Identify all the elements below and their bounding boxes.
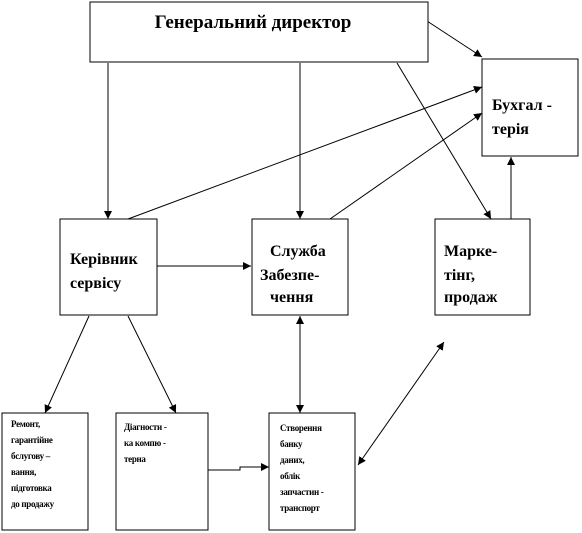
node-marketing-box <box>434 218 531 316</box>
node-service-head-line: сервісу <box>70 275 121 292</box>
node-accounting-box <box>481 58 579 157</box>
node-marketing-line: тінг, <box>444 267 475 284</box>
node-diagnostics-line: Діагности - <box>124 422 167 432</box>
node-supply: Служба Забезпе- чення <box>251 218 349 316</box>
node-marketing-line: Марке- <box>444 243 497 260</box>
node-accounting-line: Бухгал - <box>492 97 552 114</box>
node-diagnostics: Діагности - ка компю - терна <box>115 412 209 531</box>
node-director: Генеральний директор <box>89 1 429 63</box>
node-repair-line: до продажу <box>11 499 55 509</box>
node-database-line: транспорт <box>280 503 320 513</box>
node-supply-label: Служба Забезпе- чення <box>260 243 330 306</box>
edge-service-head-diagnostics <box>127 315 177 414</box>
node-database-box <box>268 412 356 531</box>
node-diagnostics-line: терна <box>124 454 146 464</box>
node-supply-box <box>251 218 349 316</box>
edge-supply-accounting <box>329 112 483 220</box>
node-accounting-line: терія <box>492 121 529 138</box>
edge-director-marketing <box>396 62 492 220</box>
node-marketing: Марке- тінг, продаж <box>434 218 531 316</box>
node-service-head-line: Керівник <box>70 251 139 268</box>
node-director-label: Генеральний директор <box>155 12 352 33</box>
node-repair-line: Ремонт, <box>11 419 40 429</box>
node-service-head-box <box>59 218 158 316</box>
node-repair: Ремонт, гарантійне бслугову – вання, під… <box>1 412 89 531</box>
node-database-line: Створення <box>280 423 322 433</box>
node-database-line: облік <box>280 471 301 481</box>
node-marketing-line: продаж <box>444 289 498 306</box>
edge-diagnostics-database <box>208 463 269 471</box>
node-database-label: Створення банку даних, облік запчастин -… <box>280 423 325 513</box>
node-database-line: банку <box>280 439 303 449</box>
node-marketing-label: Марке- тінг, продаж <box>444 243 501 306</box>
node-director-line: Генеральний директор <box>155 12 352 33</box>
node-service-head-label: Керівник сервісу <box>70 251 142 292</box>
edge-director-accounting <box>426 20 483 58</box>
node-accounting: Бухгал - терія <box>481 58 579 157</box>
node-supply-line: Служба <box>270 243 326 260</box>
node-repair-label: Ремонт, гарантійне бслугову – вання, під… <box>11 419 55 509</box>
node-database: Створення банку даних, облік запчастин -… <box>268 412 356 531</box>
node-director-box <box>89 1 429 63</box>
node-supply-line: чення <box>270 289 314 306</box>
edge-marketing-database <box>357 341 445 466</box>
node-accounting-label: Бухгал - терія <box>492 97 556 138</box>
edge-service-head-repair <box>44 315 90 414</box>
node-repair-line: підготовка <box>11 483 52 493</box>
node-diagnostics-label: Діагности - ка компю - терна <box>124 422 168 464</box>
edge-service-head-accounting <box>127 86 483 220</box>
node-diagnostics-line: ка компю - <box>124 438 166 448</box>
node-repair-line: бслугову – <box>11 451 51 461</box>
node-repair-line: вання, <box>11 467 36 477</box>
connectors <box>44 20 515 471</box>
node-database-line: даних, <box>280 455 304 465</box>
node-supply-line: Забезпе- <box>260 267 319 284</box>
node-diagnostics-box <box>115 412 209 531</box>
node-database-line: запчастин - <box>280 487 324 497</box>
node-service-head: Керівник сервісу <box>59 218 158 316</box>
node-repair-box <box>1 412 89 531</box>
node-repair-line: гарантійне <box>11 435 53 445</box>
